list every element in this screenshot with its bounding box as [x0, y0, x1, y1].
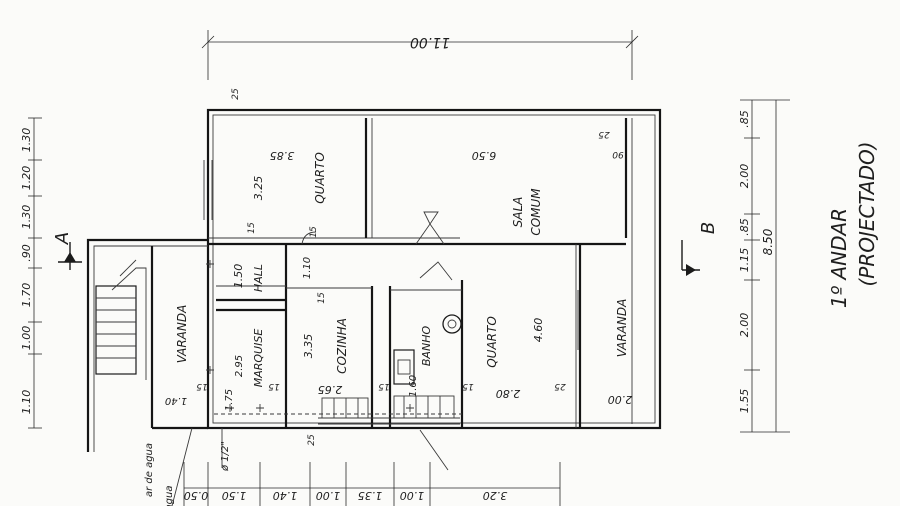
pipe-note: ø 1/2"	[220, 441, 231, 472]
dim-small-12: 15	[196, 381, 208, 391]
dim-small-11: 15	[462, 381, 474, 391]
right-dim-total: 8.50	[761, 228, 775, 255]
room-hall: HALL	[252, 264, 265, 292]
room-comum: COMUM	[529, 188, 543, 236]
title-line-1: 1º ANDAR	[827, 208, 851, 308]
dim-small-2: 25	[231, 88, 241, 100]
dim-small-8: 25	[307, 434, 317, 446]
room-sala: SALA	[511, 197, 525, 228]
plan-title: 1º ANDAR (PROJECTADO)	[827, 141, 879, 308]
room-labels: QUARTO SALA COMUM HALL VARANDA MARQUISE …	[175, 152, 629, 387]
top-dimension: 11.00	[201, 30, 639, 80]
room-varanda-right: VARANDA	[615, 299, 629, 358]
dim-varanda-left-w: 1.40	[165, 395, 187, 406]
dim-quarto-bottom-h: 4.60	[532, 318, 545, 343]
water-note: ar de agua	[144, 443, 155, 497]
bottom-dim-7: 3.20	[483, 489, 508, 502]
left-dim-4: .90	[20, 244, 33, 262]
section-marker-a: A	[52, 232, 82, 270]
dim-cozinha-w: 2.65	[318, 383, 343, 396]
dim-small-5: 15	[309, 226, 319, 238]
dim-banho-w: 1.60	[408, 375, 419, 397]
top-dimension-label: 11.00	[410, 34, 450, 50]
section-a-label: A	[52, 232, 73, 245]
bottom-dim-5: 1.35	[358, 489, 383, 502]
right-dim-6: 1.55	[738, 389, 751, 414]
room-banho: BANHO	[420, 326, 433, 367]
bottom-dim-2: 1.50	[222, 489, 247, 502]
dim-small-3: 25	[598, 129, 610, 139]
dim-varanda-right-w: 2.00	[608, 393, 633, 406]
room-varanda-left: VARANDA	[175, 305, 189, 364]
kitchen-fixtures	[321, 397, 369, 419]
doors	[301, 211, 453, 281]
dim-quarto-top-w: 3.85	[270, 149, 295, 162]
bottom-dimension-chain: 0.50 1.50 1.40 1.00 1.35 1.00 3.20	[183, 462, 561, 506]
left-dim-5: 1.70	[20, 283, 33, 308]
agua-note: agua	[164, 486, 175, 506]
plumbing-lines: ø 1/2" ar de agua agua	[144, 413, 462, 506]
dim-cozinha-h: 3.35	[302, 334, 315, 359]
left-dim-7: 1.10	[20, 390, 33, 415]
dim-small-9: 15	[378, 381, 390, 391]
dim-hall-w: 1.50	[232, 264, 245, 289]
left-dim-6: 1.00	[20, 326, 33, 351]
section-marker-b: B	[681, 222, 719, 276]
right-dim-1: .85	[738, 110, 751, 128]
title-line-2: (PROJECTADO)	[855, 141, 879, 286]
bottom-dim-4: 1.00	[316, 489, 341, 502]
dim-small-4: 25	[554, 381, 566, 391]
left-dim-3: 1.30	[20, 205, 33, 230]
room-marquise: MARQUISE	[252, 329, 265, 388]
room-cozinha: COZINHA	[335, 318, 349, 374]
room-dimensions: 3.85 3.25 6.50 1.50 1.10 2.95 1.75 2.65 …	[165, 88, 632, 446]
section-b-label: B	[698, 222, 719, 234]
dim-quarto-bottom-w: 2.80	[496, 387, 521, 400]
staircase	[95, 259, 147, 380]
left-dimension-chain: 1.30 1.20 1.30 .90 1.70 1.00 1.10	[20, 117, 42, 429]
dim-small-6: 15	[317, 292, 327, 304]
left-dim-2: 1.20	[20, 166, 33, 191]
dim-quarto-top-h: 3.25	[252, 176, 265, 201]
right-dimension-chain: .85 2.00 .85 1.15 2.00 1.55 8.50	[738, 99, 790, 433]
right-dim-3: .85	[738, 218, 751, 236]
right-dim-2: 2.00	[738, 164, 751, 189]
dim-marquise-h: 1.75	[224, 389, 235, 411]
dim-hall-h: 1.10	[302, 257, 313, 279]
room-quarto-top: QUARTO	[313, 152, 327, 204]
dim-marquise-w: 2.95	[234, 355, 245, 377]
left-dim-1: 1.30	[20, 128, 33, 153]
bottom-dim-1: 0.50	[184, 489, 209, 502]
bottom-dim-6: 1.00	[400, 489, 425, 502]
dim-sala-w: 6.50	[472, 149, 497, 162]
dim-small-7: 15	[268, 381, 280, 391]
dim-small-10: 90	[612, 149, 624, 159]
right-dim-5: 2.00	[738, 313, 751, 338]
marker-crosses	[206, 260, 414, 412]
dim-small-1: 15	[247, 222, 257, 234]
bottom-dim-3: 1.40	[273, 489, 298, 502]
room-quarto-bottom: QUARTO	[485, 316, 499, 368]
building-walls	[86, 108, 662, 452]
right-dim-4: 1.15	[738, 248, 751, 273]
